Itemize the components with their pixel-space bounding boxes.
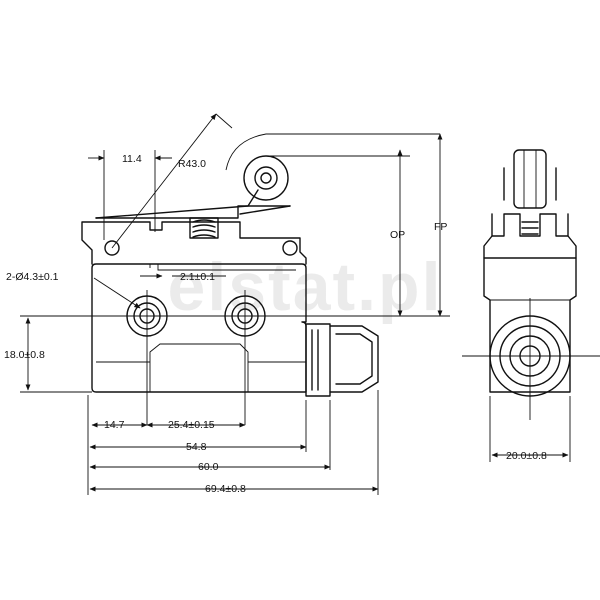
pivot-hole (104, 240, 120, 256)
side-body (483, 257, 577, 393)
op-label: OP (390, 229, 405, 241)
spring (189, 217, 219, 239)
hole-spacing-label: 25.4±0.15 (168, 419, 215, 431)
mounting-holes-label: 2-Ø4.3±0.1 (6, 271, 59, 283)
watermark-text: elstat.pl (168, 249, 443, 325)
lever-arm (95, 189, 291, 219)
side-roller (503, 149, 557, 209)
hole-to-edge-label: 14.7 (104, 419, 125, 431)
lever-radius-label: R43.0 (178, 158, 206, 170)
lever-offset-label: 11.4 (122, 153, 142, 165)
lever-gap-label: 2.1±0.1 (180, 271, 215, 283)
overall-length-label: 69.4±0.8 (205, 483, 246, 495)
fp-label: FP (434, 221, 447, 233)
front-view: R43.0 11.4 OP FP 2.1±0.1 2-Ø4.3±0.1 18.0… (4, 113, 450, 495)
side-width-label: 20.0±0.8 (506, 450, 547, 462)
lever-bracket (81, 221, 307, 265)
switch-body (91, 263, 307, 393)
body-height-label: 18.0±0.8 (4, 349, 45, 361)
body-length-label: 54.8 (186, 441, 207, 453)
roller (243, 155, 289, 201)
body-with-base-label: 60.0 (198, 461, 219, 473)
plunger-housing (305, 323, 379, 397)
side-view: 20.0±0.8 (462, 149, 600, 462)
